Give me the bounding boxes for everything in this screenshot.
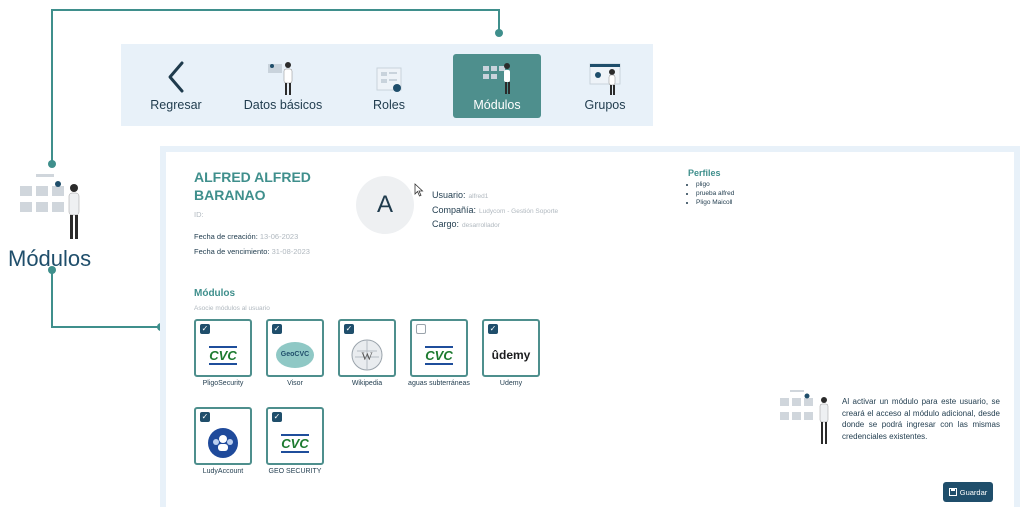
created-label: Fecha de creación: bbox=[194, 232, 258, 241]
nav-back-label: Regresar bbox=[150, 98, 202, 112]
wikipedia-globe-logo: W bbox=[340, 335, 394, 375]
cvc-logo: CVC bbox=[425, 345, 453, 365]
connector-line-bottom-h bbox=[51, 326, 161, 328]
ludy-account-logo bbox=[196, 423, 250, 463]
module-label: Udemy bbox=[499, 380, 523, 387]
module-tile-udemy[interactable]: ✓ ûdemy bbox=[482, 319, 540, 377]
modules-title: Módulos bbox=[194, 288, 236, 299]
person-board-icon bbox=[268, 62, 293, 95]
cvc-logo: CVC bbox=[209, 345, 237, 365]
perfil-item: prueba alfred bbox=[696, 189, 734, 198]
module-label: GEO SECURITY bbox=[268, 468, 322, 475]
user-card: ALFRED ALFRED BARANAO ID: Fecha de creac… bbox=[160, 146, 1020, 507]
module-tile-geosecurity[interactable]: ✓ CVC bbox=[266, 407, 324, 465]
module-tile-wikipedia[interactable]: ✓ W bbox=[338, 319, 396, 377]
compania-label: Compañía: bbox=[432, 205, 477, 215]
module-label: Wikipedia bbox=[351, 380, 383, 387]
module-tile-ludyaccount[interactable]: ✓ bbox=[194, 407, 252, 465]
connector-line-bottom bbox=[51, 270, 53, 328]
connector-line-top-h bbox=[51, 9, 500, 11]
roles-icon bbox=[376, 67, 402, 92]
groups-icon bbox=[589, 63, 621, 95]
geo-cvc-logo: GeoCVC bbox=[268, 335, 322, 375]
module-checkbox[interactable]: ✓ bbox=[200, 324, 210, 334]
module-checkbox[interactable]: ✓ bbox=[344, 324, 354, 334]
perfil-item: pligo bbox=[696, 180, 734, 189]
perfiles-title: Perfiles bbox=[688, 168, 721, 178]
user-name: ALFRED ALFRED BARANAO bbox=[194, 168, 334, 204]
expires-date: Fecha de vencimiento: 31-08-2023 bbox=[194, 247, 310, 256]
connector-line-top bbox=[51, 9, 53, 165]
save-icon bbox=[948, 488, 957, 496]
nav-grupos-label: Grupos bbox=[584, 98, 626, 112]
module-checkbox[interactable]: ✓ bbox=[488, 324, 498, 334]
created-value: 13-06-2023 bbox=[259, 232, 299, 241]
module-label: LudyAccount bbox=[202, 468, 244, 475]
top-nav: Regresar Datos básicos Roles Módulos Gru… bbox=[121, 44, 653, 126]
nav-back[interactable]: Regresar bbox=[141, 54, 211, 118]
connector-dot bbox=[495, 29, 503, 37]
nav-datos-basicos[interactable]: Datos básicos bbox=[235, 54, 331, 118]
modules-subtitle: Asocie módulos al usuario bbox=[194, 305, 270, 312]
connector-line-top-v bbox=[498, 9, 500, 33]
module-checkbox[interactable]: ✓ bbox=[272, 412, 282, 422]
user-name-line1: ALFRED ALFRED bbox=[194, 169, 311, 185]
nav-modulos-label: Módulos bbox=[473, 98, 521, 112]
user-name-line2: BARANAO bbox=[194, 187, 266, 203]
modules-help-text: Al activar un módulo para este usuario, … bbox=[842, 397, 1000, 441]
avatar: A bbox=[356, 176, 414, 234]
svg-text:W: W bbox=[361, 349, 373, 363]
chevron-left-icon bbox=[168, 61, 184, 93]
udemy-logo: ûdemy bbox=[491, 348, 531, 362]
save-button-label: Guardar bbox=[959, 487, 988, 497]
mouse-cursor-icon bbox=[414, 183, 424, 197]
save-button[interactable]: Guardar bbox=[943, 482, 993, 502]
usuario-value: alfred1 bbox=[468, 193, 489, 200]
module-label: PligoSecurity bbox=[202, 380, 244, 387]
usuario-row: Usuario:alfred1 bbox=[432, 190, 488, 200]
user-card-body: ALFRED ALFRED BARANAO ID: Fecha de creac… bbox=[166, 152, 1014, 507]
perfil-item: Pligo Maicoll bbox=[696, 198, 734, 207]
expires-value: 31-08-2023 bbox=[271, 247, 310, 256]
module-tile-visor[interactable]: ✓ GeoCVC bbox=[266, 319, 324, 377]
cvc-logo: CVC bbox=[281, 433, 309, 453]
cargo-value: desarrollador bbox=[462, 222, 500, 229]
module-label: aguas subterráneas bbox=[408, 380, 470, 387]
cargo-row: Cargo:desarrollador bbox=[432, 219, 500, 229]
module-tile-pligosecurity[interactable]: ✓ CVC bbox=[194, 319, 252, 377]
module-checkbox[interactable] bbox=[416, 324, 426, 334]
module-tile-aguas[interactable]: CVC bbox=[410, 319, 468, 377]
nav-datos-basicos-label: Datos básicos bbox=[243, 98, 323, 112]
modules-help-illustration bbox=[776, 388, 840, 452]
nav-modulos[interactable]: Módulos bbox=[453, 54, 541, 118]
expires-label: Fecha de vencimiento: bbox=[194, 247, 270, 256]
usuario-label: Usuario: bbox=[432, 190, 466, 200]
module-label: Visor bbox=[287, 380, 303, 387]
created-date: Fecha de creación: 13-06-2023 bbox=[194, 232, 298, 241]
section-title: Módulos bbox=[8, 246, 92, 271]
module-checkbox[interactable]: ✓ bbox=[272, 324, 282, 334]
perfiles-list: pligo prueba alfred Pligo Maicoll bbox=[696, 180, 734, 207]
compania-value: Ludycom - Gestión Soporte bbox=[479, 208, 559, 215]
module-checkbox[interactable]: ✓ bbox=[200, 412, 210, 422]
nav-roles[interactable]: Roles bbox=[357, 54, 421, 118]
nav-roles-label: Roles bbox=[373, 98, 405, 112]
connector-dot bbox=[48, 266, 56, 274]
modules-illustration bbox=[14, 172, 94, 250]
user-id-label: ID: bbox=[194, 210, 204, 219]
compania-row: Compañía:Ludycom - Gestión Soporte bbox=[432, 205, 558, 215]
cargo-label: Cargo: bbox=[432, 219, 460, 229]
connector-dot bbox=[48, 160, 56, 168]
nav-grupos[interactable]: Grupos bbox=[573, 54, 637, 118]
modules-icon bbox=[483, 63, 510, 94]
